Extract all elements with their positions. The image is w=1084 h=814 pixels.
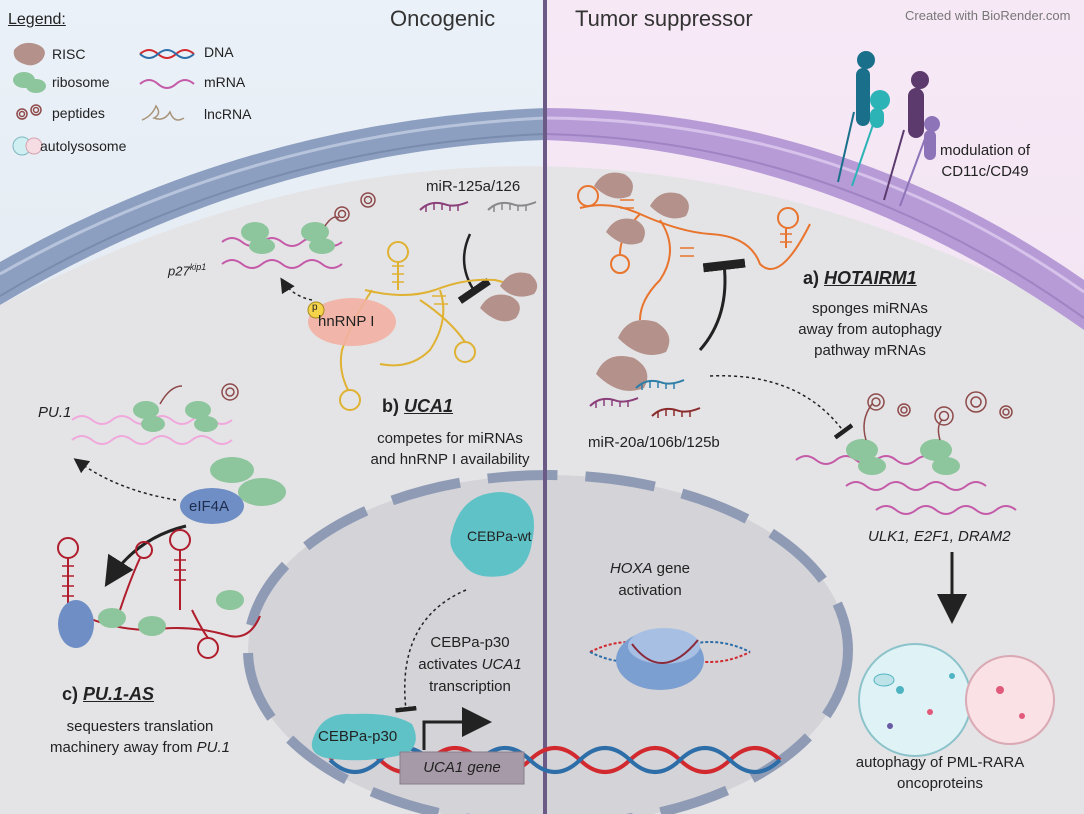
phospho-label: p	[312, 302, 318, 313]
cebpa-p30-protein	[311, 713, 416, 761]
legend-peptides-label: peptides	[52, 105, 105, 121]
pu1-as-bound-ribosomes	[98, 590, 244, 636]
phospho-mark	[307, 301, 325, 319]
right-panel-title: Tumor suppressor	[575, 6, 753, 31]
cebpa-inhibition-arrow	[395, 589, 467, 713]
p27-peptides	[324, 192, 376, 227]
cebpa-p30-activates-line-3: transcription	[429, 678, 511, 695]
hoxa-complex	[589, 628, 751, 690]
legend-dna-icon	[139, 49, 195, 59]
hotairm1-description-line-3: pathway mRNAs	[814, 342, 926, 359]
hotairm1-description-line-2: away from autophagy	[798, 321, 942, 338]
legend-risc-label: RISC	[52, 46, 86, 62]
uca1-description-line-2: and hnRNP I availability	[370, 451, 530, 468]
cebpa-p30-label: CEBPa-p30	[318, 728, 398, 745]
biorender-credit: Created with BioRender.com	[905, 8, 1071, 23]
eif4a-label: eIF4A	[189, 498, 230, 515]
uca1-gene-box	[399, 751, 525, 785]
cebpa-wt-label: CEBPa-wt	[467, 528, 532, 544]
pu1-as-description-line-2: machinery away from PU.1	[49, 739, 231, 756]
legend-autolysosome-label: autolysosome	[40, 138, 127, 154]
transcription-start-arrow	[422, 707, 492, 750]
uca1-gene-label: UCA1 gene	[423, 759, 501, 776]
pu1-as-bound-eif4a	[58, 600, 94, 648]
autophagy-peptides	[863, 391, 1013, 441]
autophagy-outcome-line-2: oncoproteins	[897, 775, 983, 792]
legend-ribosome-label: ribosome	[52, 74, 110, 90]
mir-125a-126-label: miR-125a/126	[426, 178, 521, 195]
pu1-label: PU.1	[38, 404, 72, 421]
legend-peptides-icon	[16, 104, 42, 120]
hoxa-activation-line-1: HOXA gene	[609, 560, 691, 577]
autophagy-ribosomes	[846, 439, 960, 475]
hnrnp-i-protein	[308, 298, 396, 346]
uca1-description-line-1: competes for miRNAs	[377, 430, 523, 447]
legend-mrna-label: mRNA	[204, 74, 246, 90]
legend-risc-icon	[13, 42, 45, 66]
hotairm1-bound-risc	[594, 172, 689, 245]
autophagy-genes-label: ULK1, E2F1, DRAM2	[868, 528, 1011, 545]
hnrnp-to-p27-arrow	[280, 277, 313, 301]
pu1-as-description-line-1: sequesters translation	[66, 718, 214, 735]
cebpa-p30-activates-line-1: CEBPa-p30	[430, 634, 510, 651]
uca1-title: b) UCA1	[382, 396, 454, 416]
modulation-line-2: CD11c/CD49	[941, 163, 1029, 180]
hotairm1-inhibition-arrow	[698, 258, 746, 351]
free-ribosomes	[210, 457, 286, 506]
uca1-bound-risc	[480, 272, 538, 322]
hotairm1-lncrna	[577, 185, 811, 321]
mir-20a-106b-125b-label: miR-20a/106b/125b	[588, 434, 720, 451]
mir-to-mrna-inhibition-arrow	[709, 375, 854, 440]
cell-membrane-left	[0, 108, 545, 305]
cebpa-wt-protein	[450, 492, 534, 577]
modulation-line-1: modulation of	[939, 142, 1031, 159]
pu1-peptides	[159, 383, 239, 405]
cebpa-p30-activates-line-2: activates UCA1	[418, 656, 522, 673]
pu1-as-title: c) PU.1-AS	[62, 684, 155, 704]
autolysosome	[858, 643, 1055, 757]
eif4a-to-pu1-arrow	[73, 458, 177, 501]
autophagy-outcome-line-1: autophagy of PML-RARA	[855, 754, 1025, 771]
panel-divider	[543, 0, 547, 814]
hotairm1-description-line-1: sponges miRNAs	[812, 300, 928, 317]
p27-ribosomes	[241, 222, 335, 254]
mir-20a-106b-125b-molecules	[589, 379, 701, 418]
pu1-ribosomes	[133, 401, 218, 432]
hoxa-activation-line-2: activation	[618, 582, 682, 599]
eif4a-protein	[180, 488, 244, 524]
legend-ribosome-icon	[13, 72, 46, 93]
left-panel-title: Oncogenic	[390, 6, 496, 31]
cell-membrane-right	[545, 108, 1084, 330]
free-risc-complexes	[596, 320, 670, 391]
legend-title: Legend:	[8, 11, 66, 28]
hnrnp-i-label: hnRNP I	[318, 313, 375, 330]
legend-autolysosome-icon	[12, 136, 43, 156]
mir-inhibition-arrow	[457, 233, 491, 304]
hotairm1-title: a) HOTAIRM1	[803, 268, 917, 288]
legend-mrna-icon	[139, 79, 195, 89]
legend-lncrna-icon	[141, 104, 185, 121]
eif4a-to-puas-arrow	[104, 524, 187, 588]
cd11c-cd49-receptors	[837, 51, 940, 207]
p27-label: p27kip1	[168, 262, 207, 279]
legend-dna-label: DNA	[204, 44, 234, 60]
mir-125a-126-molecules	[419, 201, 537, 212]
legend-lncrna-label: lncRNA	[204, 106, 252, 122]
